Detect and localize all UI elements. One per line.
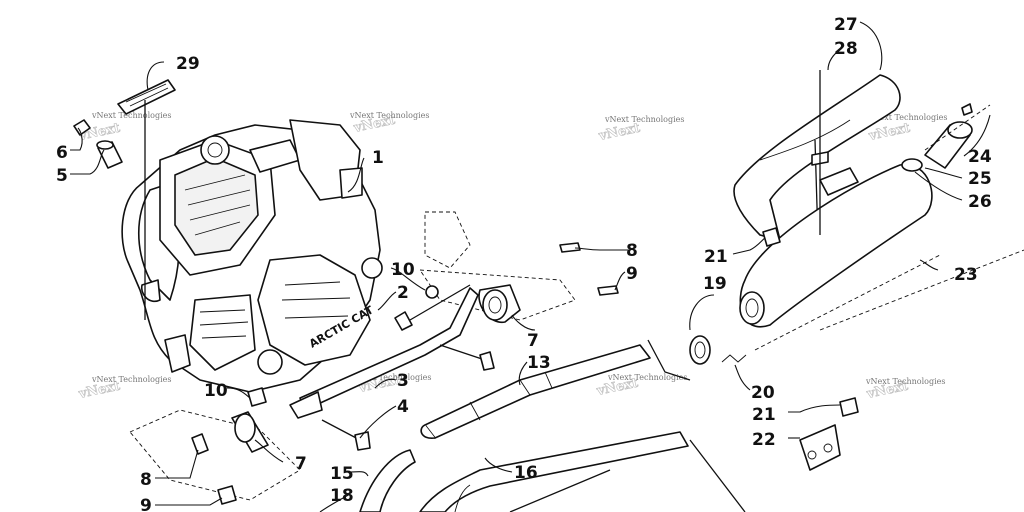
callout-8-upper: 8 xyxy=(626,241,638,261)
decal-label xyxy=(117,79,176,115)
watermark-text: vNext Technologies xyxy=(865,377,945,386)
callout-18: 18 xyxy=(330,486,354,506)
callout-13: 13 xyxy=(527,353,551,373)
callout-21-lower: 21 xyxy=(752,405,776,425)
leader-lines xyxy=(70,21,991,512)
tailpipe xyxy=(901,103,991,172)
callout-4: 4 xyxy=(397,397,409,417)
callout-29: 29 xyxy=(176,54,200,74)
callout-3: 3 xyxy=(397,371,409,391)
callout-22: 22 xyxy=(752,430,776,450)
callout-10-upper: 10 xyxy=(391,260,415,280)
watermark-logo: vNext xyxy=(597,121,642,145)
callout-21-upper: 21 xyxy=(704,247,728,267)
watermark-text: vNext Technologies xyxy=(91,375,171,384)
callout-9-lower: 9 xyxy=(140,496,152,512)
left-fasteners xyxy=(73,119,123,169)
callout-8-lower: 8 xyxy=(140,470,152,490)
callout-9-upper: 9 xyxy=(626,264,638,284)
callout-labels: 29 6 5 1 2 10 3 4 10 7 8 9 8 9 7 13 15 1… xyxy=(56,15,992,512)
watermark-text: vNext Technologies xyxy=(604,115,684,124)
callout-19: 19 xyxy=(703,274,727,294)
callout-26: 26 xyxy=(968,192,992,212)
callout-24: 24 xyxy=(968,147,992,167)
callout-7-lower: 7 xyxy=(295,454,307,474)
callout-23: 23 xyxy=(954,265,978,285)
exhaust-pipe-13 xyxy=(420,339,691,439)
springs-grommets xyxy=(689,227,859,471)
watermark-text: vNext Technologies xyxy=(607,373,687,382)
exhaust-bracket xyxy=(289,287,495,451)
watermark-text: vNext Technologies xyxy=(91,111,171,120)
callout-27: 27 xyxy=(834,15,858,35)
callout-28: 28 xyxy=(834,39,858,59)
callout-25: 25 xyxy=(968,169,992,189)
callout-2: 2 xyxy=(397,283,409,303)
callout-10-lower: 10 xyxy=(204,381,228,401)
callout-15: 15 xyxy=(330,464,354,484)
muffler xyxy=(739,163,1024,351)
callout-6: 6 xyxy=(56,143,68,163)
callout-20: 20 xyxy=(751,383,775,403)
engine-assembly: ARCTIC CAT xyxy=(121,100,383,393)
lower-gasket xyxy=(129,387,301,505)
watermark-text: vNext Technologies xyxy=(867,113,947,122)
callout-7-upper: 7 xyxy=(527,331,539,351)
exhaust-tubes xyxy=(359,431,746,512)
nut-6 xyxy=(73,119,91,136)
callout-1: 1 xyxy=(372,148,384,168)
watermark-text: vNext Technologies xyxy=(349,111,429,120)
callout-5: 5 xyxy=(56,166,68,186)
watermark-text: vNext Technologies xyxy=(351,373,431,382)
callout-16: 16 xyxy=(514,463,538,483)
exhaust-flange xyxy=(394,211,619,331)
